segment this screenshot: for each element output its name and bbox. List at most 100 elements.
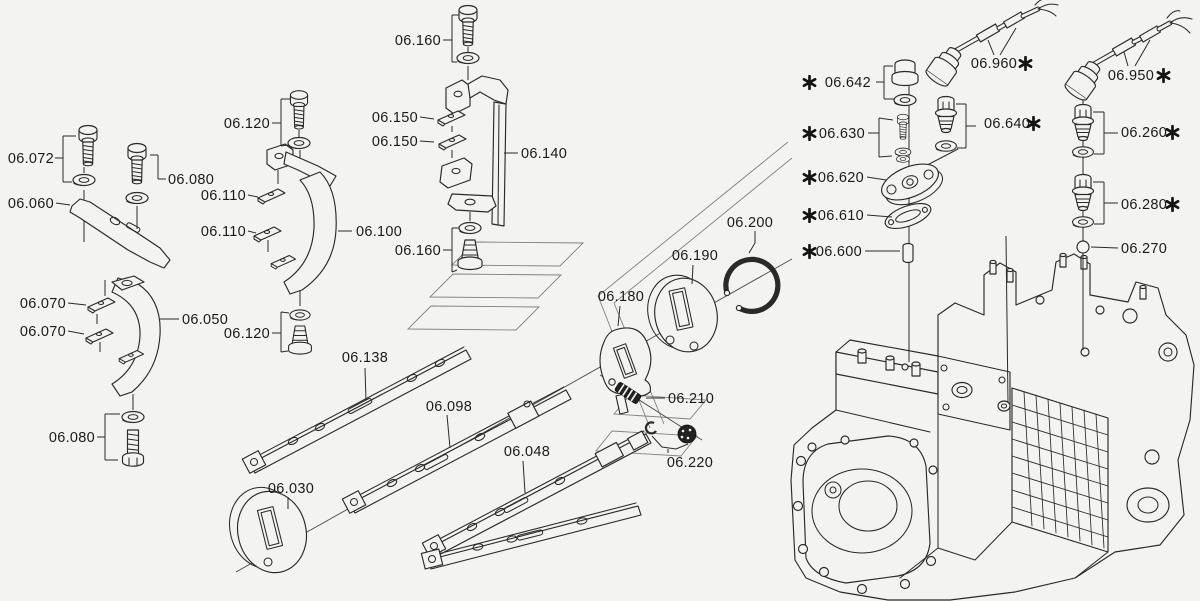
shift-rail-lower <box>420 502 642 570</box>
part-label-06070-a: 06.070 <box>20 296 66 312</box>
part-label-06160-a: 06.160 <box>395 33 441 49</box>
asterisk-icon-06950 <box>1156 68 1171 83</box>
slider-pad-06110-a <box>257 188 286 205</box>
part-label-06960: 06.960 <box>971 56 1017 72</box>
part-label-06640: 06.640 <box>984 116 1030 132</box>
part-label-06080-b: 06.080 <box>49 430 95 446</box>
part-label-06630: 06.630 <box>819 126 865 142</box>
leader-lines <box>55 14 1151 509</box>
part-label-06138: 06.138 <box>342 350 388 366</box>
part-label-06030: 06.030 <box>268 481 314 497</box>
shift-rail-06138 <box>241 346 472 474</box>
end-plate-06030 <box>229 486 308 574</box>
bolt-06160 <box>458 4 478 47</box>
bolt-06120 <box>289 90 309 130</box>
gasket-06610 <box>884 202 932 230</box>
shift-rail-06098 <box>341 386 572 514</box>
part-label-06048: 06.048 <box>504 444 550 460</box>
washer-06642 <box>893 93 917 107</box>
shift-guide-06140 <box>467 75 509 105</box>
part-column-starred <box>881 59 944 264</box>
part-label-06150-b: 06.150 <box>372 134 418 150</box>
part-label-06160-b: 06.160 <box>395 243 441 259</box>
part-group-bracket-mid <box>253 90 337 355</box>
part-label-06140: 06.140 <box>521 146 567 162</box>
asterisk-icon-06642 <box>802 75 817 90</box>
part-label-06600: 06.600 <box>816 244 862 260</box>
part-label-06220: 06.220 <box>667 455 713 471</box>
callout-labels: 06.072 06.080 06.060 06.070 06.070 06.05… <box>8 33 1167 497</box>
sensor-06960 <box>923 0 1059 90</box>
part-group-lever-left <box>69 124 171 467</box>
shift-bracket-06100 <box>283 171 337 295</box>
slider-pad-06110-b <box>253 226 282 243</box>
washer-06120-lower <box>289 309 311 321</box>
part-label-06200: 06.200 <box>727 215 773 231</box>
washer-06160 <box>456 51 480 65</box>
part-label-06620: 06.620 <box>818 170 864 186</box>
part-label-06190: 06.190 <box>672 248 718 264</box>
sensor-06950 <box>1062 10 1193 104</box>
part-label-06050: 06.050 <box>182 312 228 328</box>
washer-06630-a <box>894 147 912 157</box>
snap-ring-06200 <box>723 256 781 314</box>
detent-parts-06220 <box>644 421 697 444</box>
part-label-06120-b: 06.120 <box>224 326 270 342</box>
pin-06600 <box>902 242 914 264</box>
part-label-06072: 06.072 <box>8 151 54 167</box>
shift-fork-06180 <box>599 327 652 415</box>
slider-pad-06070-a <box>87 297 116 314</box>
washer-06640 <box>935 140 957 152</box>
part-group-bracket-top <box>437 4 509 271</box>
housing-bolt-holes <box>792 435 938 595</box>
part-label-06270: 06.270 <box>1121 241 1167 257</box>
part-label-06110-a: 06.110 <box>201 188 246 204</box>
spring-pin-06210 <box>614 382 642 404</box>
asterisk-icon-06630 <box>802 126 817 141</box>
slider-pad-06150-b <box>438 134 467 151</box>
part-label-06610: 06.610 <box>818 208 864 224</box>
part-label-06260: 06.260 <box>1121 125 1167 141</box>
gearbox-housing <box>790 252 1195 601</box>
part-label-06100: 06.100 <box>356 224 402 240</box>
part-label-06280: 06.280 <box>1121 197 1167 213</box>
part-label-06642: 06.642 <box>825 75 871 91</box>
washer-06072 <box>72 173 96 187</box>
screw-06160-lower <box>457 239 483 271</box>
asterisk-icon-06280 <box>1165 197 1180 212</box>
bolt-06080 <box>127 142 147 185</box>
asterisk-icon-06620 <box>802 170 817 185</box>
washer-06630-b <box>896 155 910 163</box>
washer-06080 <box>125 191 149 205</box>
o-ring-06270 <box>1076 240 1090 254</box>
part-label-06950: 06.950 <box>1108 68 1154 84</box>
screw-06080-lower <box>121 429 145 467</box>
shift-bracket-06050 <box>111 277 161 397</box>
slider-pad-06150-a <box>437 110 466 127</box>
washer-06160-lower <box>458 221 482 235</box>
flange-06620 <box>881 163 944 206</box>
plate-06190 <box>647 274 718 353</box>
bracket-boss-b <box>270 254 297 270</box>
washer-06120 <box>287 136 311 150</box>
asterisk-icon-06260 <box>1165 125 1180 140</box>
part-label-06210: 06.210 <box>668 391 714 407</box>
screw-06120-lower <box>288 325 312 355</box>
plug-06642 <box>891 59 919 87</box>
washer-06080-lower <box>121 410 145 424</box>
slider-pad-06070-b <box>85 328 114 345</box>
part-label-06120-a: 06.120 <box>224 116 270 132</box>
washer-06280 <box>1072 216 1094 228</box>
switch-06260 <box>1071 103 1095 142</box>
asterisk-icon-06610 <box>802 208 817 223</box>
switch-06640 <box>934 95 958 134</box>
bolt-06630 <box>897 113 909 140</box>
part-label-06110-b: 06.110 <box>201 224 246 240</box>
part-label-06098: 06.098 <box>426 399 472 415</box>
asterisk-icon-06600 <box>802 244 817 259</box>
part-label-06070-b: 06.070 <box>20 324 66 340</box>
bolt-06072 <box>78 124 98 167</box>
switch-06280 <box>1071 173 1095 212</box>
part-label-06180: 06.180 <box>598 289 644 305</box>
